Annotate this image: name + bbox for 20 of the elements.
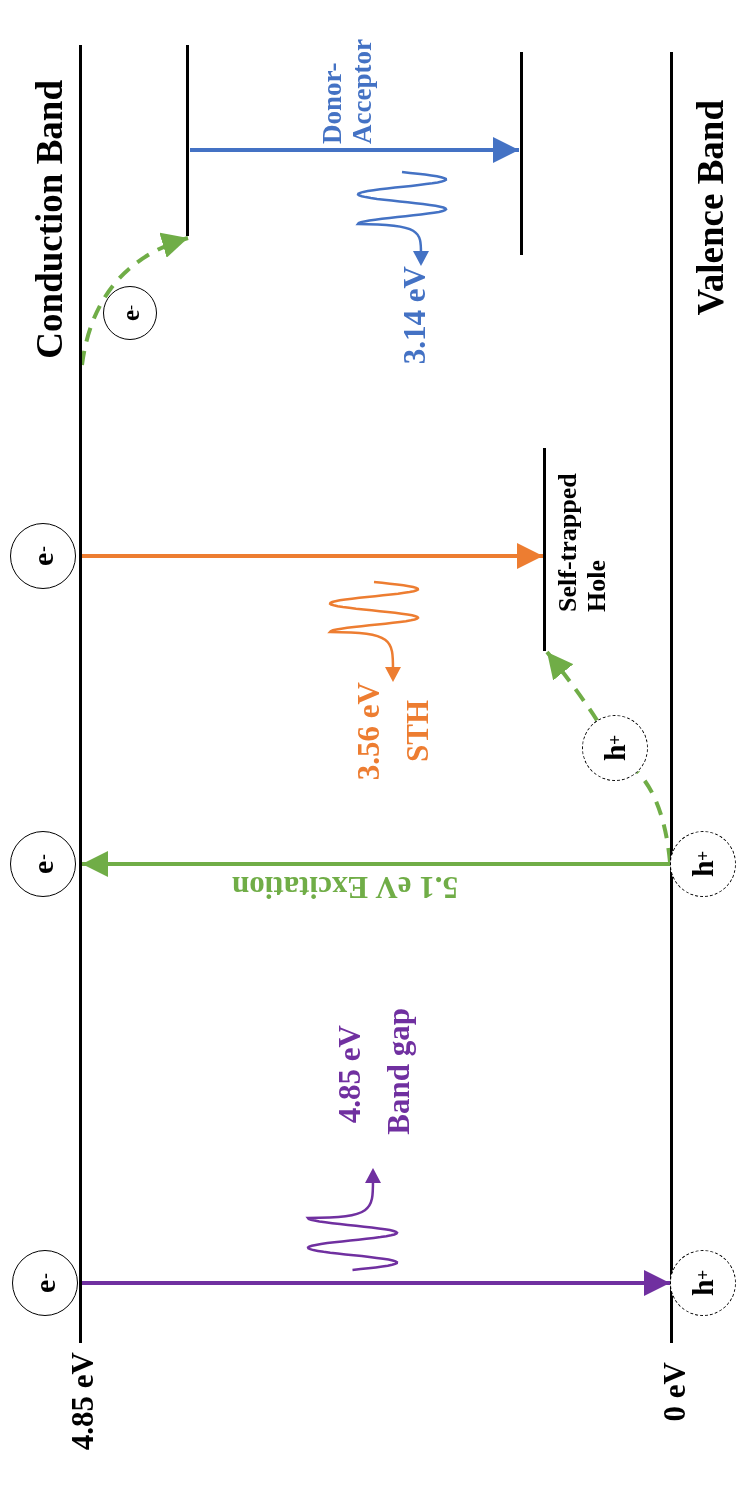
energy-value-label: 4.85 eV [66, 1352, 101, 1451]
edge-label: Donor-Acceptor [318, 38, 378, 144]
arrow [82, 851, 670, 877]
energy-label: 3.14 eV [398, 266, 433, 365]
level-label: Self-trapped Hole [554, 472, 612, 612]
acceptor-level-line [520, 52, 523, 255]
energy-label: Band gap [382, 1008, 417, 1135]
band-label: Conduction Band [30, 80, 71, 359]
band-label: Valence Band [691, 100, 732, 316]
donor-level-line [186, 45, 189, 236]
energy-label: 4.85 eV [333, 1025, 368, 1124]
dashed-arrow [545, 650, 599, 722]
arrow [82, 543, 543, 569]
arrow [82, 1270, 670, 1296]
edge-label: 5.1 eV Excitation [232, 870, 458, 905]
energy-label: 3.56 eV [352, 682, 387, 781]
arrow [190, 137, 519, 163]
dashed-arrow [80, 233, 189, 366]
energy-value-label: 0 eV [658, 1362, 693, 1422]
energy-label: STH [401, 700, 436, 763]
